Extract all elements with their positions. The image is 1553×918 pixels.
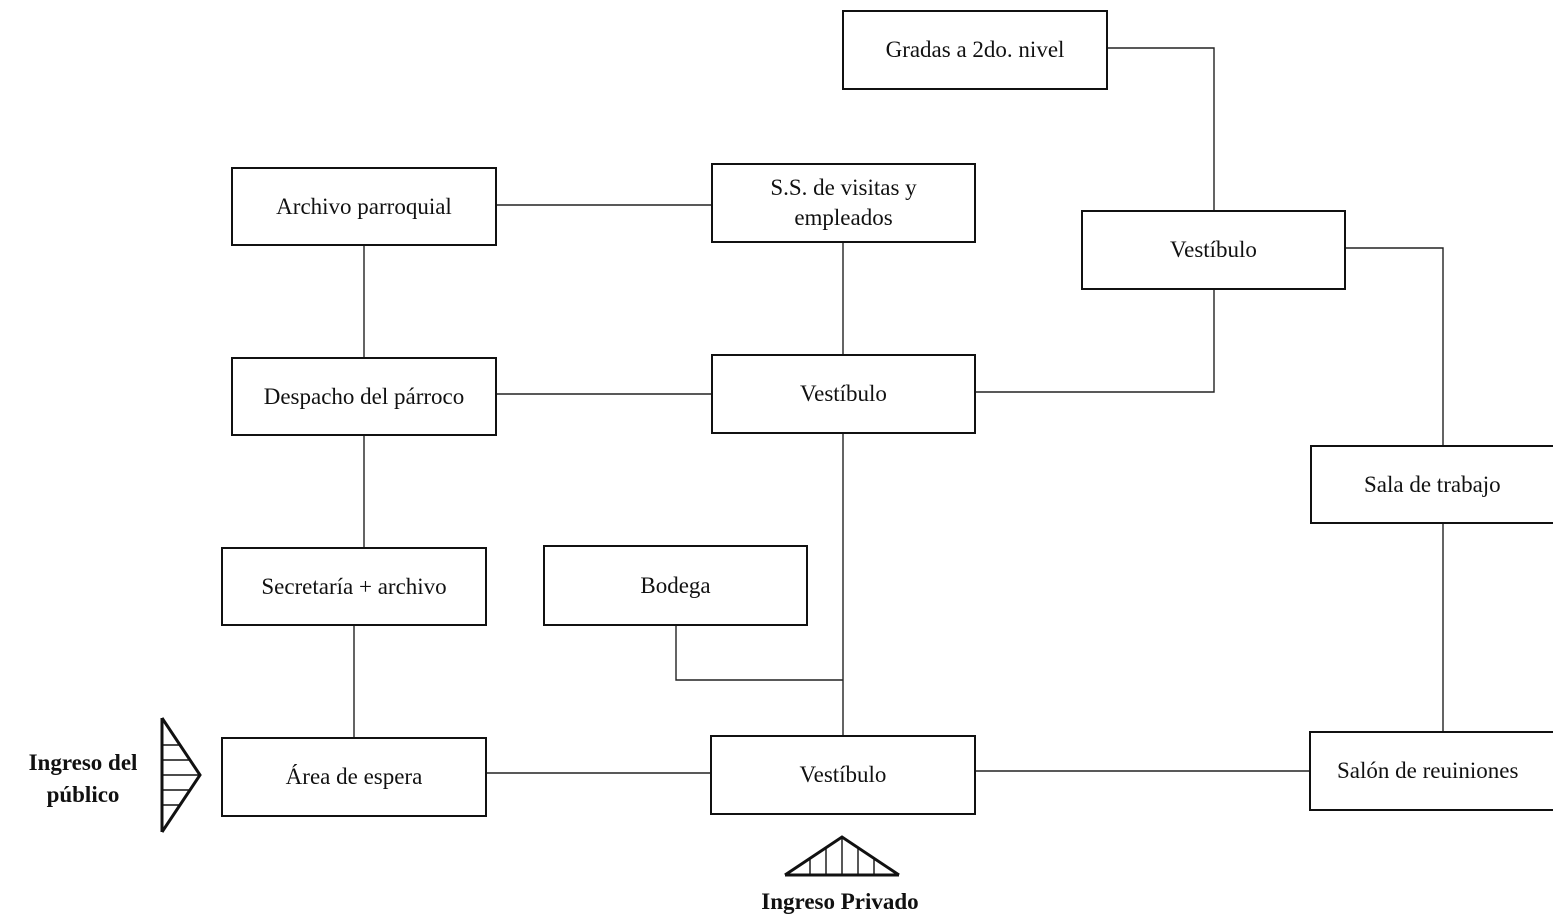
bodega-box: Bodega bbox=[543, 545, 808, 626]
archivo-parroquial-box: Archivo parroquial bbox=[231, 167, 497, 246]
ss-visitas-empleados-box: S.S. de visitas y empleados bbox=[711, 163, 976, 243]
public-entrance-label: Ingreso del público bbox=[28, 750, 138, 807]
gradas-segundo-nivel-box: Gradas a 2do. nivel bbox=[842, 10, 1108, 90]
salon-reuniones-box: Salón de reuiniones bbox=[1309, 731, 1553, 811]
vestibulo-superior-box: Vestíbulo bbox=[1081, 210, 1346, 290]
line-gradas-vestibulo-superior bbox=[1107, 47, 1215, 212]
secretaria-archivo-box: Secretaría + archivo bbox=[221, 547, 487, 626]
line-vestibulo-superior-central bbox=[975, 290, 1215, 393]
despacho-parroco-box: Despacho del párroco bbox=[231, 357, 497, 436]
vestibulo-inferior-box: Vestíbulo bbox=[710, 735, 976, 815]
area-espera-box: Área de espera bbox=[221, 737, 487, 817]
vestibulo-central-box: Vestíbulo bbox=[711, 354, 976, 434]
private-entrance-label: Ingreso Privado bbox=[761, 889, 919, 914]
private-entrance-arrow-icon bbox=[784, 835, 900, 877]
sala-trabajo-box: Sala de trabajo bbox=[1310, 445, 1553, 524]
line-bodega-vestibulo bbox=[675, 625, 843, 681]
public-entrance-arrow-icon bbox=[160, 717, 202, 833]
line-vestibulo-superior-sala bbox=[1345, 247, 1444, 446]
